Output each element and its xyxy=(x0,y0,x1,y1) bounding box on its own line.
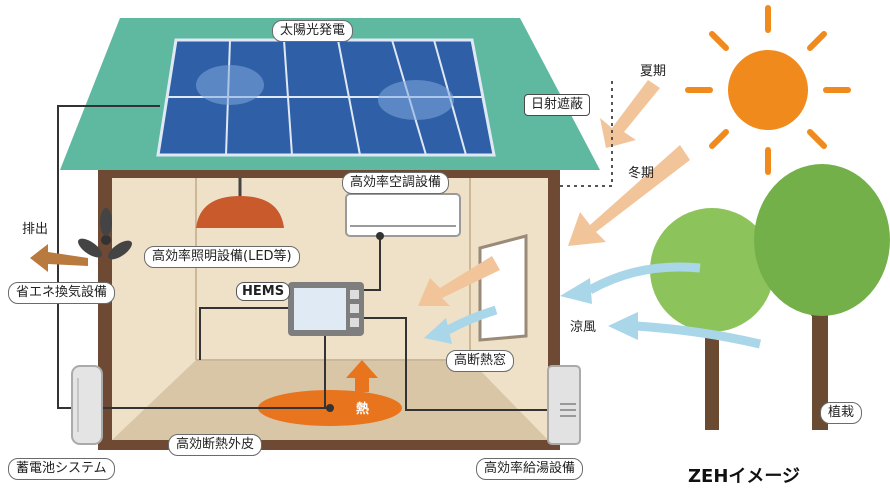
shading-label: 日射遮蔽 xyxy=(524,94,591,116)
breeze-arrowhead-lower xyxy=(608,312,638,340)
summer-label: 夏期 xyxy=(640,64,667,79)
insulation-label: 高効断熱外皮 xyxy=(168,434,263,456)
aircon-label: 高効率空調設備 xyxy=(342,172,450,194)
shading-dotted-line xyxy=(560,80,613,187)
heat-up-arrow xyxy=(346,360,378,392)
breeze-arrow-lower xyxy=(635,321,762,349)
hems-panel-icon xyxy=(288,282,364,336)
solar-label: 太陽光発電 xyxy=(272,20,354,42)
lamp-icon xyxy=(196,178,284,228)
fan-icon xyxy=(78,208,132,260)
diagram-title: ZEHイメージ xyxy=(688,466,801,487)
breeze-arrow-upper xyxy=(587,262,701,294)
winter-arrow-outside xyxy=(568,145,690,246)
aircon-icon xyxy=(345,193,461,237)
exhaust-label: 排出 xyxy=(22,222,49,237)
winter-arrow-inside xyxy=(418,256,500,306)
winter-label: 冬期 xyxy=(628,166,655,181)
battery-icon xyxy=(71,365,103,445)
summer-arrow xyxy=(600,80,660,148)
exhaust-arrow xyxy=(30,244,88,272)
window-label: 高断熱窓 xyxy=(446,350,515,372)
planting-label: 植栽 xyxy=(820,402,863,424)
breeze-arrow-inside xyxy=(445,305,498,334)
window-icon xyxy=(478,234,528,342)
sun-icon xyxy=(685,5,851,175)
trees xyxy=(650,164,890,430)
solar-panel-icon xyxy=(156,38,496,157)
heat-label: 熱 xyxy=(356,402,370,417)
ventilation-label: 省エネ換気設備 xyxy=(8,282,116,304)
breeze-label: 涼風 xyxy=(570,320,597,335)
water-heater-icon xyxy=(547,365,581,445)
breeze-arrowhead-inside xyxy=(424,318,452,344)
hems-label: HEMS xyxy=(236,282,291,301)
water-heater-label: 高効率給湯設備 xyxy=(476,458,584,480)
lighting-label: 高効率照明設備(LED等) xyxy=(144,246,300,268)
breeze-arrowhead-upper xyxy=(560,278,592,304)
battery-label: 蓄電池システム xyxy=(8,458,115,480)
